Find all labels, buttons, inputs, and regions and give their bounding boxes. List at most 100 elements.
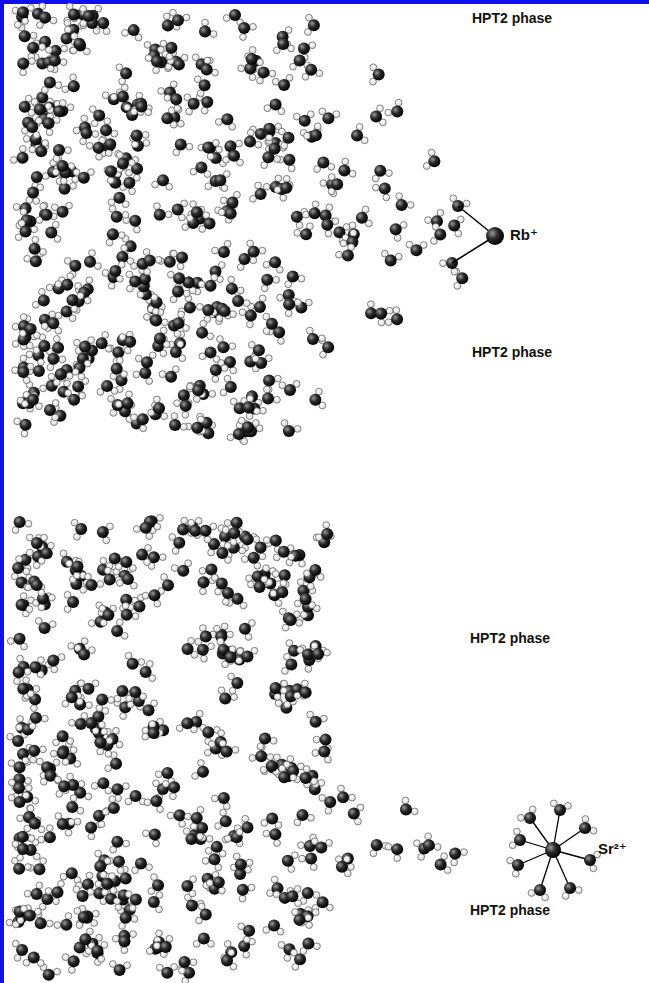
hydrogen-atom [143, 314, 150, 321]
oxygen-atom [229, 9, 241, 21]
oxygen-atom [129, 275, 141, 287]
oxygen-atom [219, 305, 231, 317]
oxygen-atom [331, 178, 343, 190]
oxygen-atom [27, 187, 39, 199]
hydrogen-atom [59, 356, 66, 363]
oxygen-atom [72, 381, 84, 393]
oxygen-atom [47, 353, 59, 365]
oxygen-atom [39, 12, 51, 24]
hydrogen-atom [121, 947, 128, 954]
oxygen-atom [203, 218, 215, 230]
oxygen-atom [283, 132, 295, 144]
hydrogen-atom [275, 175, 282, 182]
oxygen-atom [117, 157, 129, 169]
hydrogen-atom [164, 94, 171, 101]
hydrogen-atom [21, 430, 28, 437]
oxygen-atom [33, 863, 45, 875]
hydrogen-atom [186, 143, 193, 150]
hydrogen-atom [237, 287, 244, 294]
hydrogen-atom [108, 282, 115, 289]
hydrogen-atom [155, 256, 162, 263]
oxygen-atom [118, 935, 130, 947]
hydrogen-atom [131, 414, 138, 421]
oxygen-atom [300, 228, 312, 240]
hydrogen-atom [227, 434, 234, 441]
oxygen-atom [263, 123, 275, 135]
hydrogen-atom [212, 247, 219, 254]
hydrogen-atom [263, 261, 270, 268]
oxygen-atom [246, 53, 258, 65]
oxygen-atom [17, 366, 29, 378]
oxygen-atom [192, 384, 204, 396]
oxygen-atom [375, 307, 387, 319]
oxygen-atom [34, 103, 46, 115]
hydrogen-atom [319, 335, 326, 342]
hydrogen-atom [24, 255, 31, 262]
oxygen-atom [284, 384, 296, 396]
hydrogen-atom [250, 257, 257, 264]
oxygen-atom [96, 337, 108, 349]
hydrogen-atom [166, 53, 173, 60]
hydrogen-atom [243, 300, 250, 307]
oxygen-atom [202, 726, 214, 738]
oxygen-atom [29, 243, 41, 255]
oxygen-atom [391, 313, 403, 325]
hydrogen-atom [298, 275, 305, 282]
oxygen-atom [214, 174, 226, 186]
oxygen-atom [197, 644, 209, 656]
hydrogen-atom [20, 208, 27, 215]
oxygen-atom [173, 272, 185, 284]
oxygen-atom [112, 399, 124, 411]
hydrogen-atom [451, 268, 458, 275]
hydrogen-atom [104, 118, 111, 125]
hydrogen-atom [46, 284, 53, 291]
hydrogen-atom [259, 247, 266, 254]
oxygen-atom [97, 17, 109, 29]
hydrogen-atom [255, 141, 262, 148]
hydrogen-atom [70, 74, 77, 81]
hydrogen-atom [39, 44, 46, 51]
oxygen-atom [255, 750, 267, 762]
oxygen-atom [205, 280, 217, 292]
hydrogen-atom [132, 141, 139, 148]
oxygen-atom [33, 365, 45, 377]
oxygen-atom [120, 872, 132, 884]
hydrogen-atom [78, 373, 85, 380]
hydrogen-atom [60, 59, 67, 66]
oxygen-atom [253, 344, 265, 356]
hydrogen-atom [183, 14, 190, 21]
hydrogen-atom [263, 183, 270, 190]
hydrogen-atom [294, 425, 301, 432]
oxygen-atom [111, 211, 123, 223]
oxygen-atom [68, 8, 80, 20]
hydrogen-atom [212, 376, 219, 383]
hydrogen-atom [325, 230, 332, 237]
oxygen-atom [270, 181, 282, 193]
oxygen-atom [283, 298, 295, 310]
oxygen-atom [44, 76, 56, 88]
oxygen-atom [351, 130, 363, 142]
oxygen-atom [175, 139, 187, 151]
hydrogen-atom [151, 294, 158, 301]
hydrogen-atom [70, 183, 77, 190]
oxygen-atom [199, 79, 211, 91]
hydrogen-atom [230, 311, 237, 318]
oxygen-atom [291, 211, 303, 223]
hydrogen-atom [165, 211, 172, 218]
oxygen-atom [122, 397, 134, 409]
hydrogen-atom [38, 359, 45, 366]
hydrogen-atom [180, 424, 187, 431]
hydrogen-atom [440, 260, 447, 267]
oxygen-atom [153, 402, 165, 414]
oxygen-atom [456, 272, 468, 284]
oxygen-atom [391, 106, 403, 118]
hydrogen-atom [50, 17, 57, 24]
oxygen-atom [342, 250, 354, 262]
oxygen-atom [287, 270, 299, 282]
oxygen-atom [385, 255, 397, 267]
oxygen-atom [84, 256, 96, 268]
hydrogen-atom [350, 230, 357, 237]
hydrogen-atom [134, 226, 141, 233]
hydrogen-atom [309, 42, 316, 49]
oxygen-atom [170, 346, 182, 358]
